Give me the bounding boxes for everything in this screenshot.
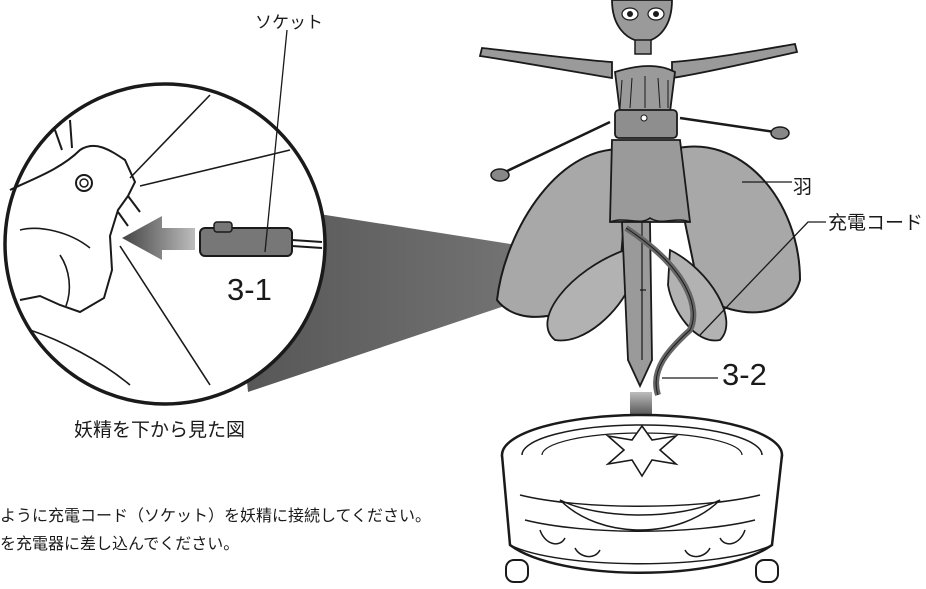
step-3-2-label: 3-2: [722, 357, 767, 392]
cord-leader-line: [699, 221, 826, 336]
instruction-line-1: ように充電コード（ソケット）を妖精に接続してください。: [0, 506, 432, 525]
socket-leader-line: [264, 29, 288, 253]
wing-label: 羽: [793, 176, 813, 198]
charger-base: [500, 413, 784, 583]
step-3-1-label: 3-1: [227, 272, 272, 307]
instruction-line-2: を充電器に差し込んでください。: [0, 534, 240, 553]
zoom-caption: 妖精を下から見た図: [74, 419, 246, 441]
socket-label: ソケット: [255, 13, 323, 33]
charging-cord-label: 充電コード: [828, 212, 924, 234]
zoom-circle: [3, 82, 327, 406]
fairy-figure: [478, 0, 802, 389]
